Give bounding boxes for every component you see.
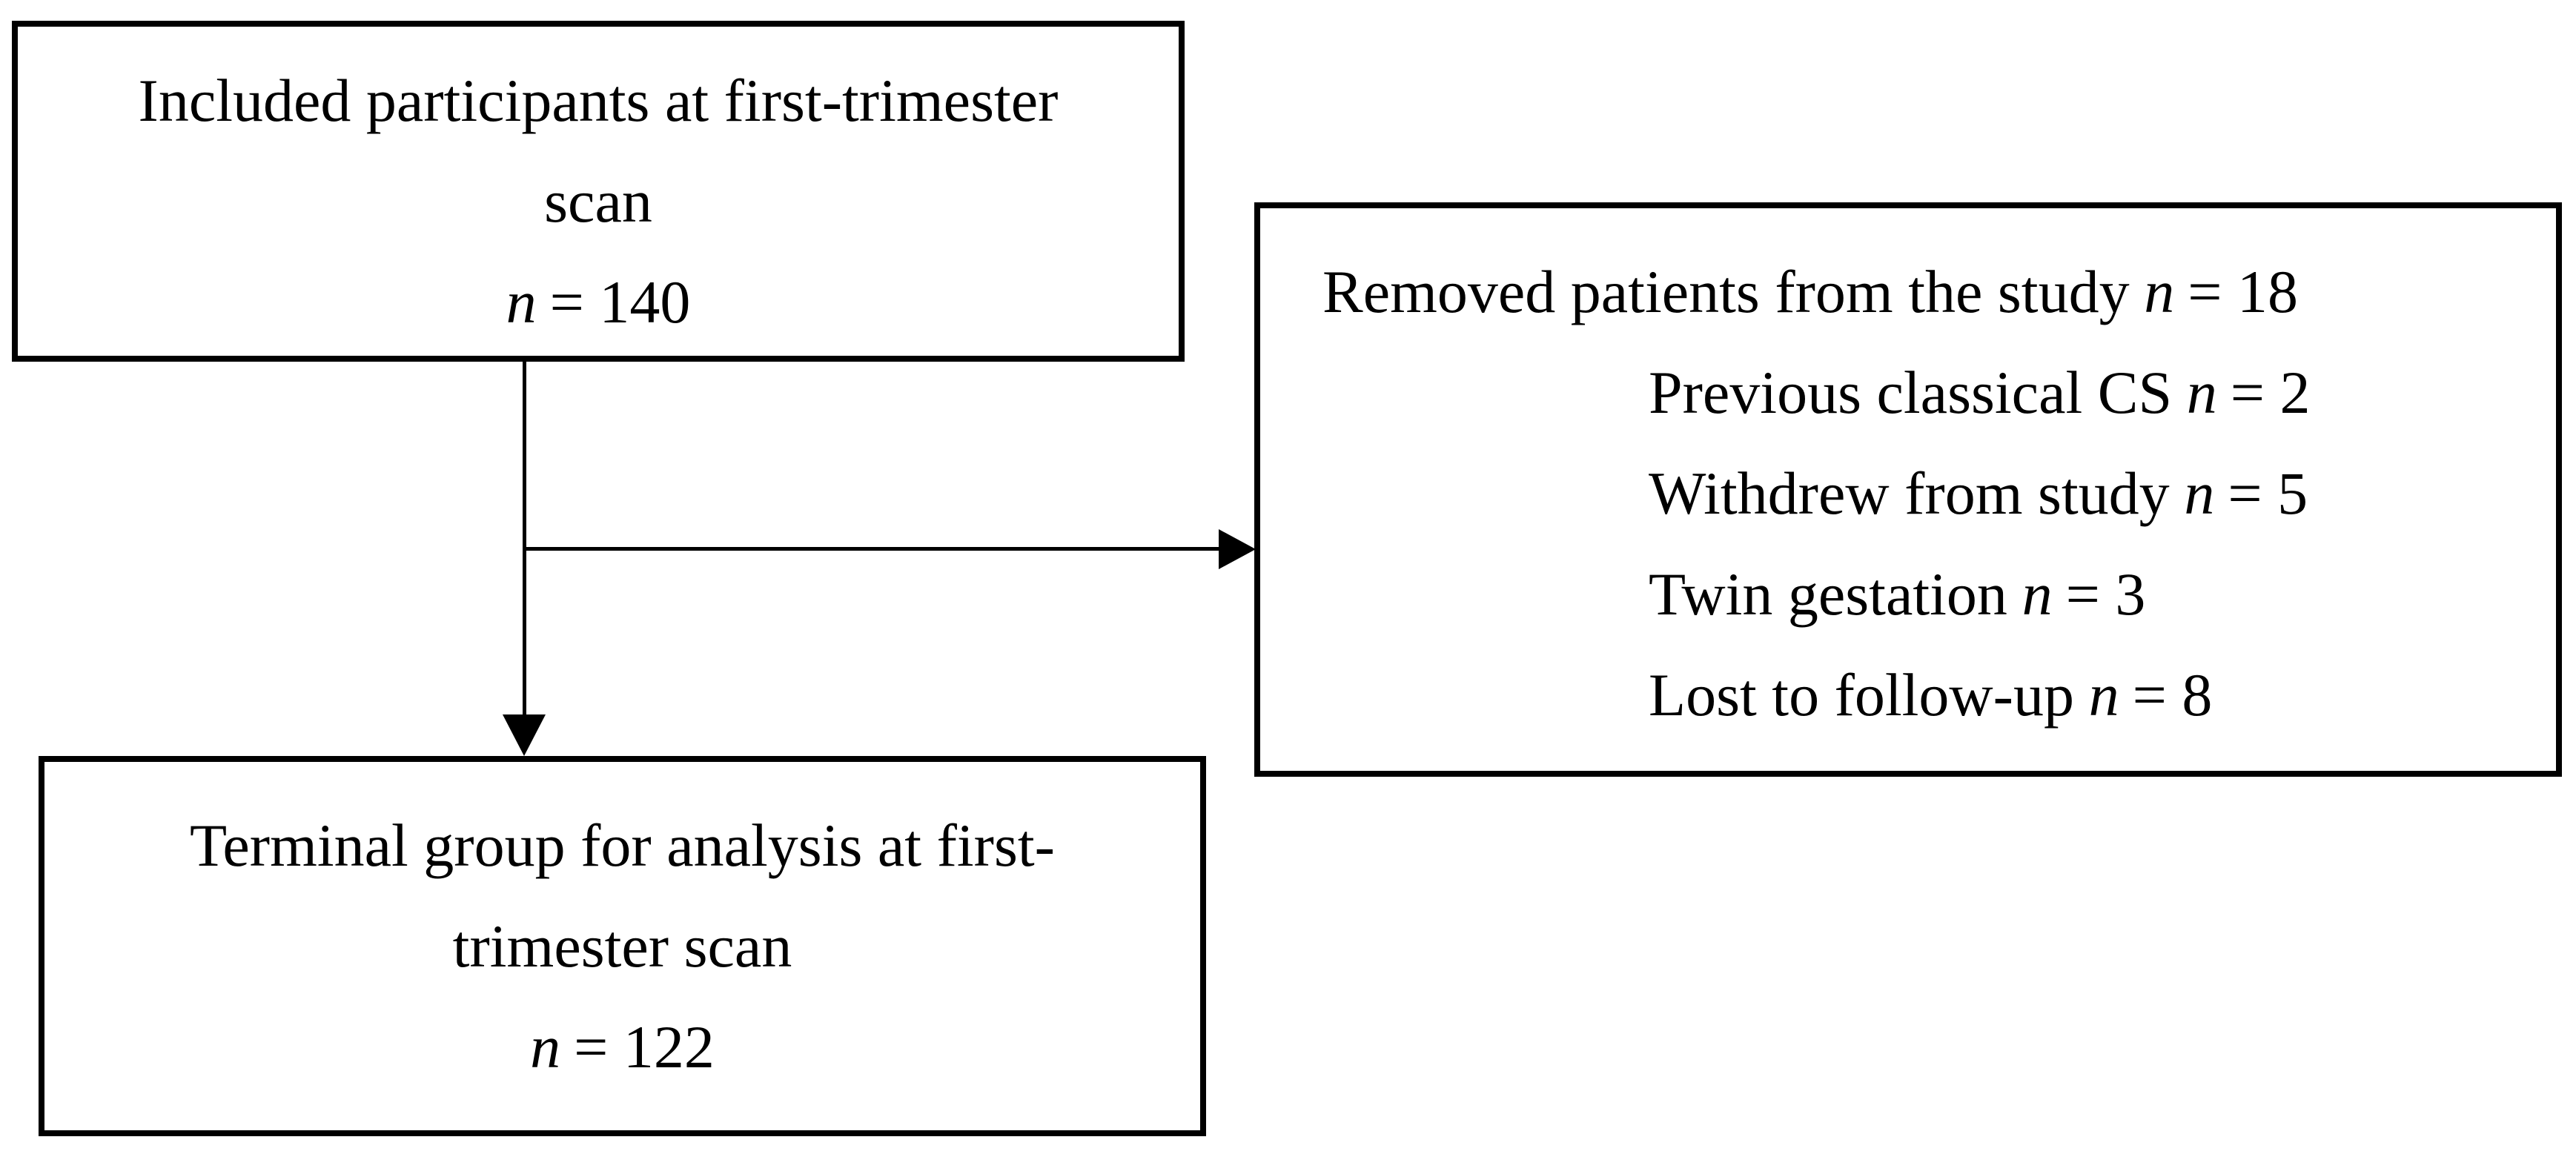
removed-item-text: Previous classical CS (1649, 358, 2173, 426)
n-value: = 5 (2228, 459, 2308, 527)
included-line-2: scan (18, 151, 1179, 252)
down-arrow-connector-line (523, 362, 526, 716)
included-participants-box: Included participants at first-trimester… (12, 21, 1185, 362)
n-value: = 2 (2230, 358, 2311, 426)
n-value: = 122 (574, 1012, 715, 1081)
n-symbol: n (506, 268, 537, 336)
terminal-count-line: n= 122 (44, 997, 1200, 1098)
n-symbol: n (2088, 660, 2119, 729)
terminal-group-box: Terminal group for analysis at first- tr… (39, 756, 1206, 1136)
n-symbol: n (2144, 257, 2175, 325)
n-symbol: n (2022, 560, 2053, 628)
removed-item-text: Twin gestation (1649, 560, 2007, 628)
included-count-line: n= 140 (18, 252, 1179, 353)
n-value: = 18 (2188, 257, 2299, 325)
n-symbol: n (2184, 459, 2215, 527)
right-arrowhead-icon (1219, 529, 1256, 569)
included-text-2: scan (544, 168, 652, 235)
included-text-1: Included participants at first-trimester (138, 67, 1059, 134)
n-value: = 8 (2132, 660, 2213, 729)
down-arrowhead-icon (503, 714, 546, 756)
terminal-text-2: trimester scan (452, 912, 792, 980)
n-symbol: n (530, 1012, 561, 1081)
terminal-line-1: Terminal group for analysis at first- (44, 795, 1200, 896)
right-arrow-connector-line (523, 547, 1221, 551)
removed-item-text: Lost to follow-up (1649, 660, 2074, 729)
terminal-line-2: trimester scan (44, 896, 1200, 997)
n-value: = 140 (549, 268, 691, 336)
included-line-1: Included participants at first-trimester (18, 50, 1179, 151)
removed-item-text: Withdrew from study (1649, 459, 2170, 527)
terminal-text-1: Terminal group for analysis at first- (190, 811, 1055, 879)
n-symbol: n (2186, 358, 2217, 426)
removed-title-text: Removed patients from the study (1322, 257, 2130, 325)
n-value: = 3 (2065, 560, 2146, 628)
